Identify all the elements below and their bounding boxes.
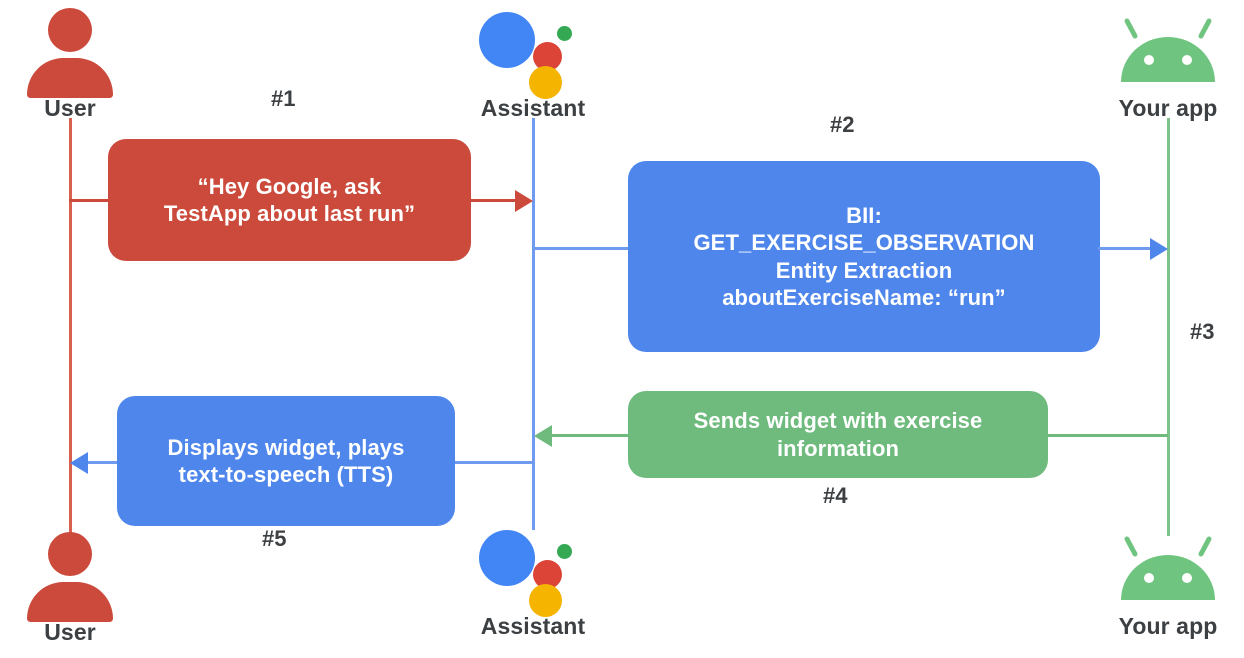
message-5-line-1: Displays widget, plays (167, 434, 405, 460)
assistant-icon-green-dot (557, 544, 572, 559)
actor-assistant-bottom: Assistant (453, 522, 613, 639)
message-box-2[interactable]: BII: GET_EXERCISE_OBSERVATION Entity Ext… (628, 161, 1100, 352)
connector-box2-to-app (1098, 247, 1153, 250)
assistant-icon-blue-dot (479, 530, 535, 586)
connector-box1-to-assistant (468, 199, 518, 202)
arrowhead-message-4 (534, 425, 552, 447)
android-icon (1121, 536, 1215, 600)
actor-app-bottom: Your app (1088, 522, 1244, 639)
user-icon (0, 4, 150, 98)
actor-app-top: Your app (1088, 4, 1244, 121)
assistant-icon-green-dot (557, 26, 572, 41)
lifeline-app (1167, 118, 1170, 536)
actor-label-app-top: Your app (1118, 95, 1218, 121)
user-icon-head (48, 532, 92, 576)
message-box-4[interactable]: Sends widget with exercise information (628, 391, 1048, 478)
actor-label-assistant-bottom: Assistant (480, 613, 586, 639)
actor-user-top: User (0, 4, 150, 121)
message-box-1[interactable]: “Hey Google, ask TestApp about last run” (108, 139, 471, 261)
google-assistant-icon (453, 522, 613, 617)
actor-label-assistant-top: Assistant (480, 95, 586, 121)
connector-assistant-to-box2 (532, 247, 632, 250)
message-2-line-4: aboutExerciseName: “run” (722, 284, 1006, 310)
message-5-line-2: text-to-speech (TTS) (178, 462, 394, 487)
step-label-3: #3 (1190, 319, 1215, 344)
actor-user-bottom: User (0, 528, 150, 645)
message-4-line-2: information (776, 435, 900, 461)
message-box-5[interactable]: Displays widget, plays text-to-speech (T… (117, 396, 455, 526)
arrowhead-message-5 (70, 452, 88, 474)
step-label-2: #2 (830, 112, 855, 137)
actor-label-app-bottom: Your app (1118, 613, 1218, 639)
connector-app-to-box4 (1046, 434, 1168, 437)
user-icon-head (48, 8, 92, 52)
step-label-5: #5 (262, 526, 287, 551)
connector-box4-to-assistant (552, 434, 632, 437)
message-1-line-2: TestApp about last run” (163, 201, 416, 226)
user-icon (0, 528, 150, 622)
assistant-icon-blue-dot (479, 12, 535, 68)
step-label-4: #4 (823, 483, 848, 508)
step-label-1: #1 (271, 86, 296, 111)
actor-assistant-top: Assistant (453, 4, 613, 121)
user-icon-body (27, 582, 113, 622)
connector-box5-to-user (88, 461, 123, 464)
message-4-line-1: Sends widget with exercise (693, 408, 983, 434)
connector-user-to-box1 (69, 199, 114, 202)
google-assistant-icon (453, 4, 613, 99)
android-icon (1121, 18, 1215, 82)
connector-assistant-to-box5 (452, 461, 534, 464)
assistant-icon-yellow-dot (529, 584, 562, 617)
message-2-line-3: Entity Extraction (775, 257, 953, 283)
arrowhead-message-3 (1150, 238, 1168, 260)
message-2-line-2: GET_EXERCISE_OBSERVATION (693, 230, 1035, 256)
user-icon-body (27, 58, 113, 98)
lifeline-assistant (532, 118, 535, 530)
message-1-line-1: “Hey Google, ask (197, 173, 382, 199)
actor-label-user-top: User (44, 95, 96, 121)
actor-label-user-bottom: User (44, 619, 96, 645)
message-2-line-1: BII: (846, 202, 882, 228)
lifeline-user (69, 118, 72, 536)
arrowhead-message-1 (515, 190, 533, 212)
assistant-icon-yellow-dot (529, 66, 562, 99)
